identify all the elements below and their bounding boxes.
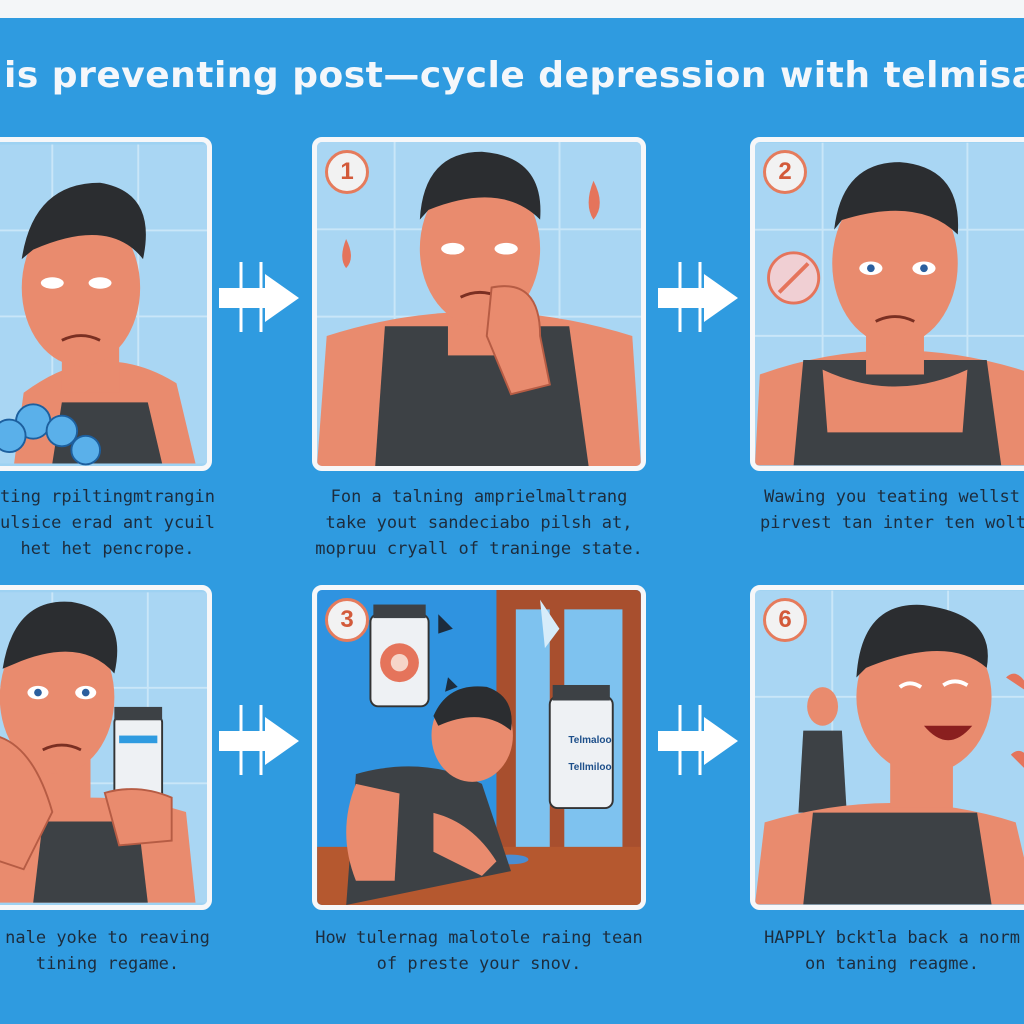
panel-5-caption: How tulernag malotole raing tean of pres… [312,925,646,977]
step-badge: 1 [325,150,369,194]
bottle-label: Tellmiloo [568,762,612,773]
caption-line: on taning reagme. [805,954,979,974]
arrow-right-icon [658,705,738,775]
caption-line: tining regame. [35,954,180,974]
caption-line: het het pencrope. [20,539,195,559]
panel-4-caption: nale yoke to reaving tining regame. [0,925,215,977]
panel-5-illustration [317,590,641,905]
step-badge: 2 [763,150,807,194]
arrow-right-icon [658,262,738,332]
panel-6-illustration [755,590,1024,905]
caption-line: ting rpiltingmtrangine [0,487,215,507]
step-badge: 6 [763,598,807,642]
page-title: is preventing post—cycle depression with… [4,55,1024,96]
step-badge: 3 [325,598,369,642]
panel-2: 1 [312,137,646,471]
caption-line: mopruu cryall of traninge state. [315,539,643,559]
caption-line: HAPPLY bcktla back a norm [764,928,1020,948]
panel-5: 3 Telmaloo Tellmiloo [312,585,646,910]
bottle-label: Telmaloo [568,735,612,746]
panel-2-caption: Fon a talning amprielmaltrang take yout … [312,484,646,562]
panel-1 [0,137,212,471]
panel-1-caption: ting rpiltingmtrangine ulsice erad ant y… [0,484,215,562]
caption-line: nale yoke to reaving [5,928,210,948]
title-bar [0,18,1024,128]
caption-line: Wawing you teating wellst [764,487,1020,507]
caption-line: Fon a talning amprielmaltrang [330,487,628,507]
panel-4-illustration [0,592,207,903]
panel-2-illustration [317,142,641,466]
caption-line: How tulernag malotole raing tean [315,928,643,948]
panel-6-caption: HAPPLY bcktla back a norm on taning reag… [760,925,1024,977]
panel-3: 2 [750,137,1024,471]
arrow-right-icon [219,262,299,332]
caption-line: pirvest tan inter ten wolter [760,513,1024,533]
caption-line: take yout sandeciabo pilsh at, [325,513,633,533]
caption-line: of preste your snov. [376,954,582,974]
panel-1-illustration [0,144,207,466]
panel-3-illustration [755,142,1024,466]
top-strip [0,0,1024,18]
caption-line: ulsice erad ant ycuile [0,513,215,533]
arrow-right-icon [219,705,299,775]
panel-3-caption: Wawing you teating wellst pirvest tan in… [760,484,1024,536]
panel-4 [0,585,212,910]
panel-6: 6 [750,585,1024,910]
